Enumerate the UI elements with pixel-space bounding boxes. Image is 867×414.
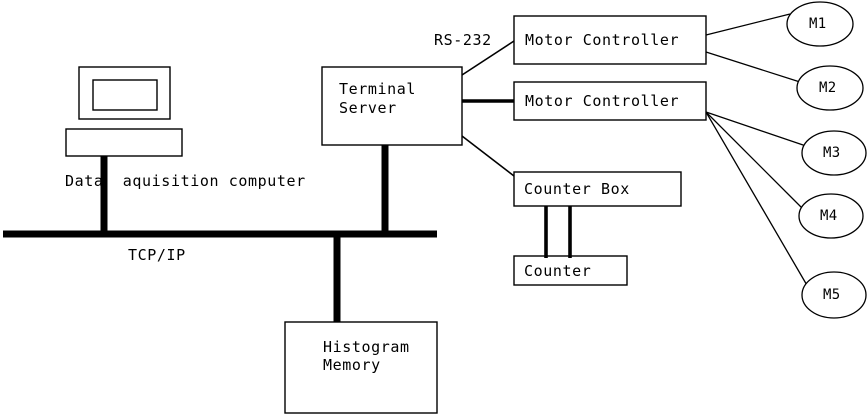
link-motor-controller-1-m1 bbox=[705, 13, 791, 36]
counter-box bbox=[513, 255, 628, 286]
link-motor-controller-2-m4 bbox=[705, 111, 804, 210]
crt-monitor-screen bbox=[92, 79, 158, 111]
link-motor-controller-2-m5 bbox=[705, 111, 809, 288]
terminal-server-box bbox=[321, 66, 463, 146]
motor-controller-2-box bbox=[513, 81, 707, 121]
link-motor-controller-2-m3 bbox=[705, 111, 807, 147]
link-motor-controller-1-m2 bbox=[705, 51, 801, 83]
link-terminal-server-motor-controller-1 bbox=[461, 40, 515, 76]
motor-m2-ellipse bbox=[796, 65, 864, 111]
motor-m3-ellipse bbox=[801, 130, 867, 176]
motor-m4-ellipse bbox=[798, 193, 864, 239]
motor-controller-1-box bbox=[513, 15, 707, 65]
computer-base-box bbox=[65, 128, 183, 157]
link-terminal-server-counter-box bbox=[461, 135, 515, 177]
motor-m1-ellipse bbox=[786, 1, 854, 47]
counter-box-box bbox=[513, 171, 682, 207]
motor-m5-ellipse bbox=[801, 271, 867, 319]
histogram-memory-box bbox=[284, 321, 438, 414]
